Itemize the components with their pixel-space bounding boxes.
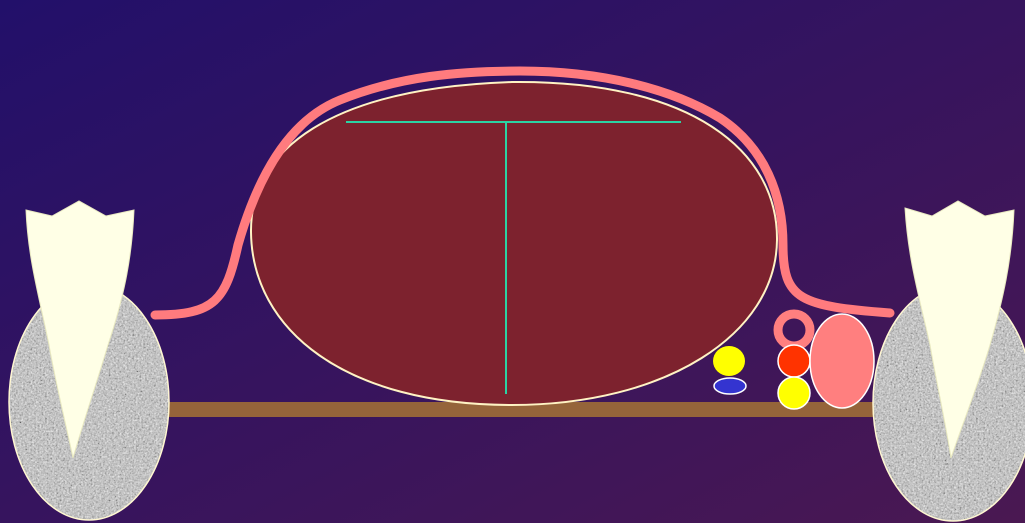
pink-oval-structure (810, 314, 874, 408)
yellow-structure (778, 377, 810, 409)
red-structure (778, 345, 810, 377)
muscle-mass (251, 82, 777, 405)
small-blue-structure (714, 378, 746, 394)
small-yellow-structure (713, 346, 745, 376)
